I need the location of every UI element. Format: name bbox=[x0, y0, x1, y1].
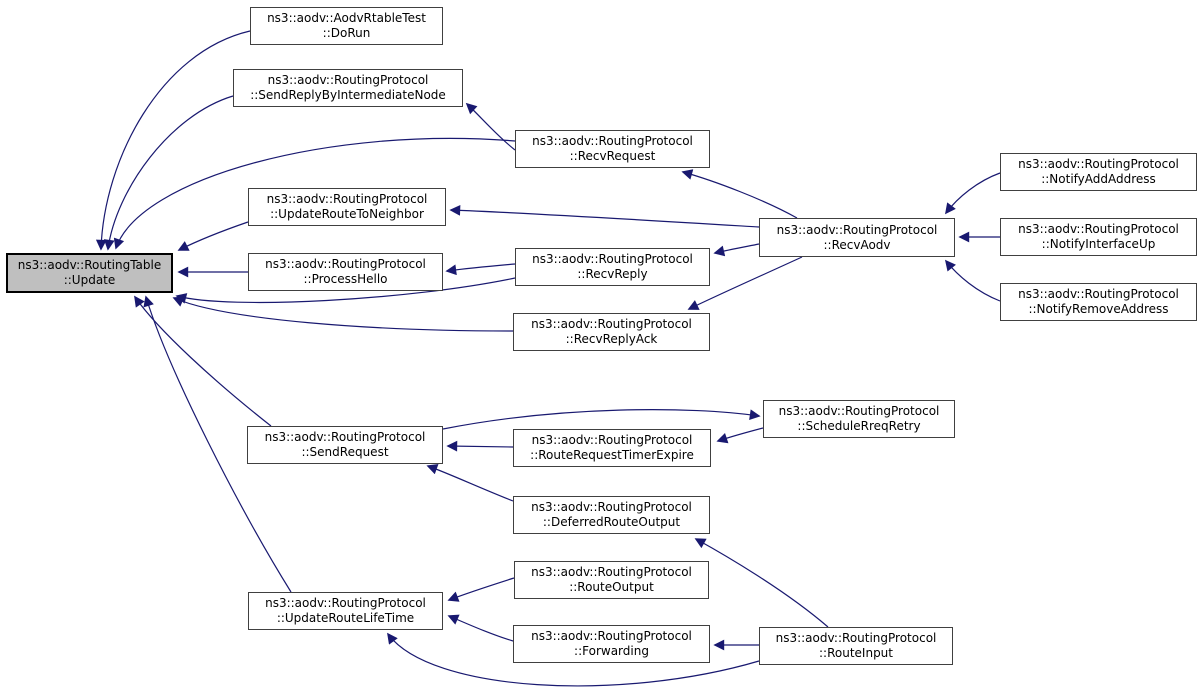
node-label-line2: ::NotifyInterfaceUp bbox=[1041, 237, 1156, 251]
edge-updateroutelifetime-to-update bbox=[143, 295, 292, 593]
node-recvreplyack[interactable]: ns3::aodv::RoutingProtocol ::RecvReplyAc… bbox=[513, 313, 710, 351]
node-label-line1: ns3::aodv::RoutingProtocol bbox=[531, 565, 692, 579]
edge-sendrequest-to-schedulerreqretry bbox=[442, 409, 761, 430]
node-label-line1: ns3::aodv::RoutingProtocol bbox=[267, 73, 429, 87]
node-routerequesttimerexpire[interactable]: ns3::aodv::RoutingProtocol ::RouteReques… bbox=[513, 429, 711, 467]
edge-recvreplyack-to-update bbox=[172, 296, 514, 332]
node-label-line2: ::ScheduleRreqRetry bbox=[797, 419, 921, 433]
node-label-line2: ::RecvRequest bbox=[569, 149, 656, 163]
node-label-line1: ns3::aodv::AodvRtableTest bbox=[267, 11, 426, 25]
node-label-line2: ::DeferredRouteOutput bbox=[542, 515, 681, 529]
node-label-line1: ns3::aodv::RoutingProtocol bbox=[531, 433, 693, 447]
node-label-line1: ns3::aodv::RoutingProtocol bbox=[531, 317, 692, 331]
node-deferredrouteoutput[interactable]: ns3::aodv::RoutingProtocol ::DeferredRou… bbox=[513, 496, 710, 534]
edge-routeoutput-to-updateroutelifetime bbox=[447, 577, 515, 602]
node-recvaodv[interactable]: ns3::aodv::RoutingProtocol ::RecvAodv bbox=[759, 218, 955, 257]
edge-deferredrouteoutput-to-sendrequest bbox=[426, 464, 514, 502]
node-label-line1: ns3::aodv::RoutingProtocol bbox=[265, 596, 426, 610]
node-label-line1: ns3::aodv::RoutingProtocol bbox=[531, 629, 692, 643]
node-label-line2: ::SendRequest bbox=[301, 445, 389, 459]
node-label-line2: ::UpdateRouteToNeighbor bbox=[270, 207, 424, 221]
node-notifyinterfaceup[interactable]: ns3::aodv::RoutingProtocol ::NotifyInter… bbox=[1000, 218, 1197, 256]
node-sendreplybyintermediatenode[interactable]: ns3::aodv::RoutingProtocol ::SendReplyBy… bbox=[233, 69, 463, 107]
node-label-line2: ::Update bbox=[63, 273, 116, 287]
node-label-line2: ::RouteInput bbox=[819, 646, 893, 660]
edge-recvaodv-to-recvreply bbox=[713, 243, 760, 257]
edge-routerequesttimerexpire-to-sendrequest bbox=[446, 440, 514, 452]
edge-recvreply-to-update bbox=[175, 277, 516, 304]
node-forwarding[interactable]: ns3::aodv::RoutingProtocol ::Forwarding bbox=[513, 625, 710, 663]
node-updateroutelifetime[interactable]: ns3::aodv::RoutingProtocol ::UpdateRoute… bbox=[248, 592, 443, 630]
node-label-line2: ::RouteOutput bbox=[569, 580, 654, 594]
node-aodvrtabletest-dorun[interactable]: ns3::aodv::AodvRtableTest ::DoRun bbox=[250, 7, 443, 45]
node-label-line1: ns3::aodv::RoutingTable bbox=[17, 258, 162, 272]
node-label-line2: ::ProcessHello bbox=[303, 272, 388, 286]
node-routeinput[interactable]: ns3::aodv::RoutingProtocol ::RouteInput bbox=[759, 627, 953, 665]
node-sendrequest[interactable]: ns3::aodv::RoutingProtocol ::SendRequest bbox=[247, 426, 443, 464]
node-label-line1: ns3::aodv::RoutingProtocol bbox=[532, 134, 693, 148]
node-label-line2: ::NotifyAddAddress bbox=[1041, 172, 1156, 186]
node-processhello[interactable]: ns3::aodv::RoutingProtocol ::ProcessHell… bbox=[248, 253, 443, 291]
node-label-line1: ns3::aodv::RoutingProtocol bbox=[532, 252, 693, 266]
node-routingtable-update: ns3::aodv::RoutingTable ::Update bbox=[6, 253, 173, 293]
node-label-line2: ::DoRun bbox=[322, 26, 371, 40]
node-schedulerreqretry[interactable]: ns3::aodv::RoutingProtocol ::ScheduleRre… bbox=[763, 400, 955, 438]
edge-recvaodv-to-recvreplyack bbox=[687, 256, 803, 310]
node-notifyaddaddress[interactable]: ns3::aodv::RoutingProtocol ::NotifyAddAd… bbox=[1000, 153, 1197, 191]
edge-recvrequest-to-sendreply bbox=[465, 102, 516, 151]
node-label-line2: ::RecvReplyAck bbox=[565, 332, 658, 346]
edge-schedulerreqretry-to-routerequesttimerexpire bbox=[716, 427, 764, 444]
node-notifyremoveaddress[interactable]: ns3::aodv::RoutingProtocol ::NotifyRemov… bbox=[1000, 283, 1197, 321]
edge-forwarding-to-updateroutelifetime bbox=[447, 614, 514, 642]
node-label-line2: ::UpdateRouteLifeTime bbox=[276, 611, 415, 625]
node-label-line2: ::Forwarding bbox=[574, 644, 649, 658]
node-label-line1: ns3::aodv::RoutingProtocol bbox=[1018, 287, 1179, 301]
edge-routeinput-to-deferredrouteoutput bbox=[694, 538, 829, 628]
node-label-line1: ns3::aodv::RoutingProtocol bbox=[1018, 157, 1179, 171]
node-label-line2: ::RecvReply bbox=[577, 267, 648, 281]
node-label-line1: ns3::aodv::RoutingProtocol bbox=[264, 430, 426, 444]
edge-routeinput-to-updateroutelifetime bbox=[387, 632, 760, 687]
edge-sendrequest-to-update bbox=[134, 295, 272, 427]
edge-updateroutetoneighbor-to-update bbox=[177, 221, 249, 251]
edge-notifyaddaddress-to-recvaodv bbox=[945, 172, 1001, 215]
node-label-line1: ns3::aodv::RoutingProtocol bbox=[775, 631, 937, 645]
edge-sendreply-to-update bbox=[103, 95, 234, 251]
node-label-line1: ns3::aodv::RoutingProtocol bbox=[778, 404, 940, 418]
node-label-line2: ::RecvAodv bbox=[823, 237, 891, 252]
node-label-line1: ns3::aodv::RoutingProtocol bbox=[265, 257, 426, 271]
node-label-line1: ns3::aodv::RoutingProtocol bbox=[1018, 222, 1179, 236]
edge-recvreply-to-processhello bbox=[445, 263, 516, 276]
edge-dorun-to-update bbox=[95, 30, 251, 251]
node-recvreply[interactable]: ns3::aodv::RoutingProtocol ::RecvReply bbox=[515, 248, 710, 286]
node-label-line1: ns3::aodv::RoutingProtocol bbox=[266, 192, 428, 206]
node-routeoutput[interactable]: ns3::aodv::RoutingProtocol ::RouteOutput bbox=[514, 561, 709, 599]
node-label-line2: ::RouteRequestTimerExpire bbox=[530, 448, 694, 462]
edge-recvaodv-to-recvrequest bbox=[681, 169, 798, 219]
node-label-line2: ::NotifyRemoveAddress bbox=[1028, 302, 1169, 316]
node-recvrequest[interactable]: ns3::aodv::RoutingProtocol ::RecvRequest bbox=[515, 130, 710, 168]
node-label-line1: ns3::aodv::RoutingProtocol bbox=[776, 222, 938, 237]
edge-notifyremoveaddress-to-recvaodv bbox=[944, 259, 1001, 302]
node-updateroutetoneighbor[interactable]: ns3::aodv::RoutingProtocol ::UpdateRoute… bbox=[248, 188, 446, 226]
node-label-line2: ::SendReplyByIntermediateNode bbox=[250, 88, 446, 102]
edge-recvaodv-to-updateroutetoneighbor bbox=[449, 204, 760, 228]
edge-recvrequest-to-update bbox=[113, 137, 516, 250]
node-label-line1: ns3::aodv::RoutingProtocol bbox=[531, 500, 692, 514]
